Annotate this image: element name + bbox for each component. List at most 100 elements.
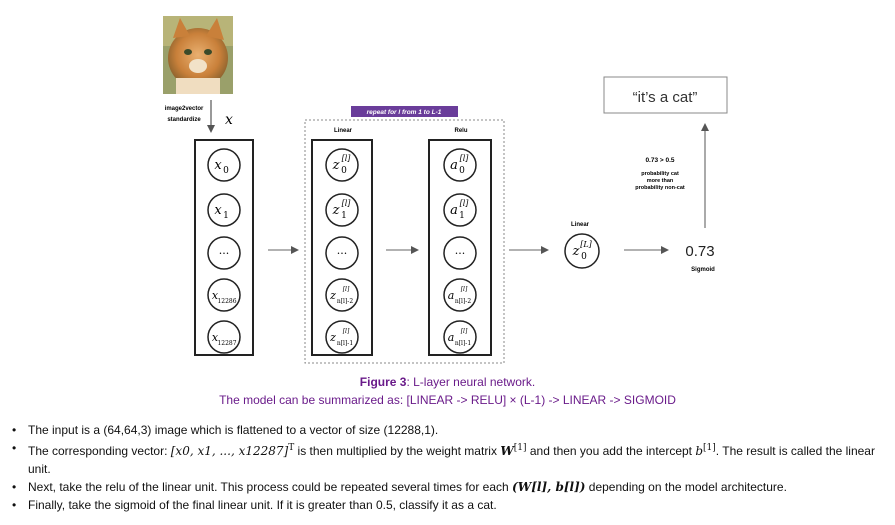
input-node-circle: [207, 278, 241, 312]
linear-node-subscript: 1: [341, 211, 347, 221]
relu-node: ···: [443, 236, 477, 270]
relu-node-symbol: a: [450, 158, 458, 173]
linear-node-subscript: n[l]-1: [337, 340, 353, 347]
relu-node-superscript: [l]: [460, 154, 470, 163]
input-node-subscript: 12286: [217, 298, 236, 305]
bullet-sigmoid-text: Finally, take the sigmoid of the final l…: [28, 498, 497, 512]
relu-layer-box: [428, 139, 492, 356]
bullet-relu-text: Next, take the relu of the linear unit. …: [28, 480, 513, 494]
repeat-banner: [351, 106, 458, 117]
figure-caption: Figure 3: L-layer neural network.: [0, 375, 895, 389]
threshold-text: 0.73 > 0.5: [645, 157, 674, 164]
repeat-block: [304, 119, 505, 364]
input-node-circle: [207, 320, 241, 354]
linear-node-superscript: [l]: [343, 328, 350, 335]
relu-node-subscript: 1: [459, 211, 465, 221]
prob-line-2: more than: [647, 178, 674, 184]
input-node-symbol: x: [214, 158, 222, 173]
relu-node-circle: [443, 320, 477, 354]
input-node-subscript: 12287: [217, 340, 236, 347]
input-node-symbol: x: [214, 203, 222, 218]
linear-node-superscript: [l]: [342, 154, 352, 163]
input-node-symbol: x: [212, 331, 219, 344]
cat-image: [163, 16, 233, 94]
relu-node-symbol: a: [448, 289, 455, 302]
relu-node-circle: [443, 193, 477, 227]
sigmoid-label: Sigmoid: [691, 267, 715, 273]
prob-line-3: probability non-cat: [635, 185, 685, 191]
relu-node-circle: [443, 148, 477, 182]
final-node-superscript: [L]: [580, 240, 592, 249]
linear-node: ···: [325, 236, 359, 270]
relu-node-subscript: n[l]-2: [455, 298, 471, 305]
linear-node-circle: [325, 193, 359, 227]
input-node-circle: [207, 148, 241, 182]
linear-node-superscript: [l]: [343, 286, 350, 293]
linear-node-symbol: z: [329, 331, 336, 344]
input-layer-box: [194, 139, 254, 356]
final-node-subscript: 0: [581, 252, 587, 262]
relu-node-circle: [443, 236, 477, 270]
image2vector-label: image2vector: [165, 106, 204, 112]
weight-sup: [1]: [513, 443, 527, 453]
linear-node-symbol: z: [332, 203, 340, 218]
input-symbol: x: [225, 112, 233, 128]
relu-node-symbol: a: [448, 331, 455, 344]
relu-column-label: Relu: [454, 128, 467, 134]
input-node-circle: [207, 236, 241, 270]
bias-sup: [1]: [703, 443, 716, 453]
final-node-circle: [564, 233, 600, 269]
final-node-symbol: z: [572, 244, 580, 259]
linear-node-subscript: n[l]-2: [337, 298, 353, 305]
linear-node-symbol: z: [332, 158, 340, 173]
explanation-list: The input is a (64,64,3) image which is …: [8, 421, 888, 514]
relu-node-subscript: n[l]-1: [455, 340, 471, 347]
input-node-subscript: 1: [223, 211, 229, 221]
linear-node-symbol: z: [329, 289, 336, 302]
weight-symbol: W: [500, 444, 514, 458]
linear-column-label: Linear: [334, 128, 353, 134]
prob-line-1: probability cat: [641, 171, 679, 177]
bullet-input-text: The input is a (64,64,3) image which is …: [28, 423, 439, 437]
bullet-linear-unit-text: . The result is called the linear unit.: [28, 444, 875, 476]
bullet-intercept-text: and then you add the intercept: [526, 444, 696, 458]
transpose-sup: T: [288, 443, 295, 453]
repeat-banner-text: repeat for l from 1 to L-1: [367, 109, 442, 116]
figure-label: Figure 3: [359, 375, 407, 389]
standardize-label: standardize: [167, 117, 201, 123]
prediction-text: “it’s a cat”: [633, 89, 698, 106]
linear-node-circle: [325, 148, 359, 182]
final-value: 0.73: [685, 243, 714, 260]
relu-node-subscript: 0: [459, 166, 465, 176]
relu-node-superscript: [l]: [461, 286, 468, 293]
relu-node-superscript: [l]: [460, 199, 470, 208]
input-node: ···: [207, 236, 241, 270]
bullet-weight-text: is then multiplied by the weight matrix: [294, 444, 501, 458]
vector-expression: [x0, x1, ..., x12287]: [170, 444, 289, 458]
relu-node-circle: [443, 278, 477, 312]
input-node-symbol: x: [212, 289, 219, 302]
linear-node-circle: [325, 236, 359, 270]
list-item: Next, take the relu of the linear unit. …: [8, 478, 888, 496]
input-ellipsis: ···: [219, 247, 230, 260]
final-linear-label: Linear: [571, 222, 590, 228]
linear-node-superscript: [l]: [342, 199, 352, 208]
list-item: The corresponding vector: [x0, x1, ..., …: [8, 439, 888, 478]
bullet-vector-text: The corresponding vector:: [28, 444, 171, 458]
bullet-architecture-text: depending on the model architecture.: [585, 480, 787, 494]
